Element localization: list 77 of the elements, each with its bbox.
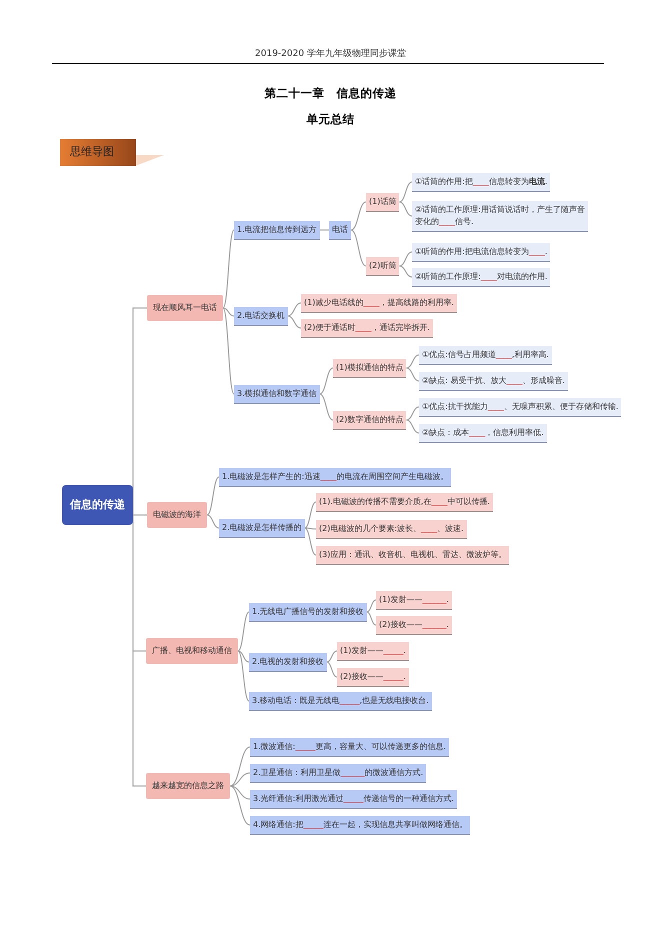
connector-line	[206, 476, 220, 516]
connector-line	[238, 612, 250, 652]
connector-line	[319, 368, 334, 394]
connector-line	[238, 650, 250, 702]
detail-box: (1)减少电话线的____，提高线路的利用率.	[301, 294, 457, 312]
connector-line	[304, 502, 316, 528]
connector-line	[230, 746, 250, 786]
central-topic-box: 信息的传递	[62, 485, 133, 525]
detail-box: ②缺点: 易受干扰、放大____、形成噪音.	[419, 372, 568, 390]
header-text: 2019-2020 学年九年级物理同步课堂	[254, 48, 407, 60]
detail-box: ②话筒的工作原理:用话筒说话时，产生了随声音变化的____信号.	[412, 200, 588, 232]
detail-box: ②听筒的工作原理:____对电流的作用.	[412, 268, 550, 286]
connector-line	[350, 202, 366, 230]
connector-line	[222, 230, 234, 308]
connector-line	[222, 308, 234, 394]
detail-box: ①优点:抗干扰能力____、无噪声积累、便于存储和传输.	[419, 398, 622, 416]
subtopic-box: 2.电磁波是怎样传播的	[219, 518, 305, 538]
connector-line	[398, 202, 412, 216]
connector-line	[406, 420, 420, 434]
connector-line	[304, 528, 316, 530]
topic-box: 越来越宽的信息之路	[146, 773, 230, 799]
subtopic-box: 1.微波通信:_____更高，容量大、可以传递更多的信息.	[250, 738, 449, 756]
detail-box: (2)听筒	[366, 256, 400, 276]
detail-box: ①听筒的作用:把电流信息转变为____.	[412, 242, 550, 262]
connector-line	[206, 514, 220, 528]
connector-line	[222, 308, 234, 316]
subtopic-box: 1.电磁波是怎样产生的:迅速____的电流在周围空间产生电磁波。	[219, 468, 452, 486]
connector-line	[350, 230, 366, 266]
connector-line	[406, 354, 420, 368]
connector-line	[326, 662, 338, 678]
connector-line	[304, 528, 316, 556]
subtopic-box: 2.卫星通信：利用卫星做______的微波通信方式.	[250, 764, 426, 782]
connector-line	[398, 252, 412, 266]
connector-line	[406, 368, 420, 382]
connector-line	[398, 266, 412, 278]
chapter-title: 第二十一章 信息的传递	[264, 86, 398, 101]
banner-label: 思维导图	[60, 139, 164, 166]
detail-box: (1)话筒	[366, 192, 400, 212]
detail-box: ①优点:信号占用频道____,利用率高.	[419, 346, 552, 364]
detail-box: (2)电磁波的几个要素:波长、____、波速.	[316, 520, 467, 538]
connector-line	[238, 650, 250, 662]
connector-line	[366, 600, 376, 612]
detail-box: (1)模拟通信的特点	[333, 358, 406, 378]
section-title: 单元总结	[306, 112, 356, 127]
detail-box: (2)数字通信的特点	[333, 410, 406, 430]
connector-line	[287, 302, 302, 316]
connector-line	[230, 786, 250, 826]
subtopic-box: 4.网络通信:把_____连在一起，实现信息共享叫做网络通信。	[250, 816, 470, 834]
detail-box: (1).电磁波的传播不需要介质,在____中可以传播.	[316, 492, 493, 512]
connector-line	[230, 786, 250, 800]
connector-line	[326, 650, 338, 662]
detail-box: (2)便于通话时____，通话完毕拆开.	[301, 318, 433, 338]
connector-line	[319, 394, 334, 420]
subtopic-box: 1.无线电广播信号的发射和接收	[249, 602, 367, 622]
subtopic-box: 2.电话交换机	[234, 306, 288, 326]
subtopic-box: 3.光纤通信:利用激光通过_____传递信号的一种通信方式.	[250, 790, 457, 808]
topic-box: 现在顺风耳一电话	[147, 295, 223, 321]
subtopic-box: 3.移动电话：既是无线电_____,也是无线电接收台.	[249, 692, 432, 710]
connector-line	[132, 308, 148, 506]
subtopic-box: 2.电视的发射和接收	[249, 652, 327, 672]
subtopic-box: 1.电流把信息传到远方	[234, 220, 320, 240]
detail-box: (1)发射——_____.	[337, 642, 409, 660]
subtopic-box: 电话	[329, 220, 351, 240]
detail-box: (2)接收——______.	[376, 616, 452, 634]
subtopic-box: 3.模拟通信和数字通信	[234, 384, 320, 404]
connector-line	[366, 612, 376, 626]
detail-box: ②缺点：成本____，信息利用率低.	[419, 424, 547, 442]
detail-box: (3)应用：通讯、收音机、电视机、雷达、微波炉等。	[316, 546, 510, 564]
detail-box: (2)接收——_____.	[337, 668, 409, 686]
connector-line	[287, 316, 302, 328]
detail-box: ①话筒的作用:把____信息转变为电流.	[412, 172, 550, 192]
detail-box: (1)发射——______.	[376, 590, 452, 610]
topic-box: 电磁波的海洋	[147, 502, 207, 528]
topic-box: 广播、电视和移动通信	[146, 638, 238, 664]
connector-line	[398, 182, 412, 202]
connector-line	[406, 406, 420, 420]
connector-line	[230, 772, 250, 786]
